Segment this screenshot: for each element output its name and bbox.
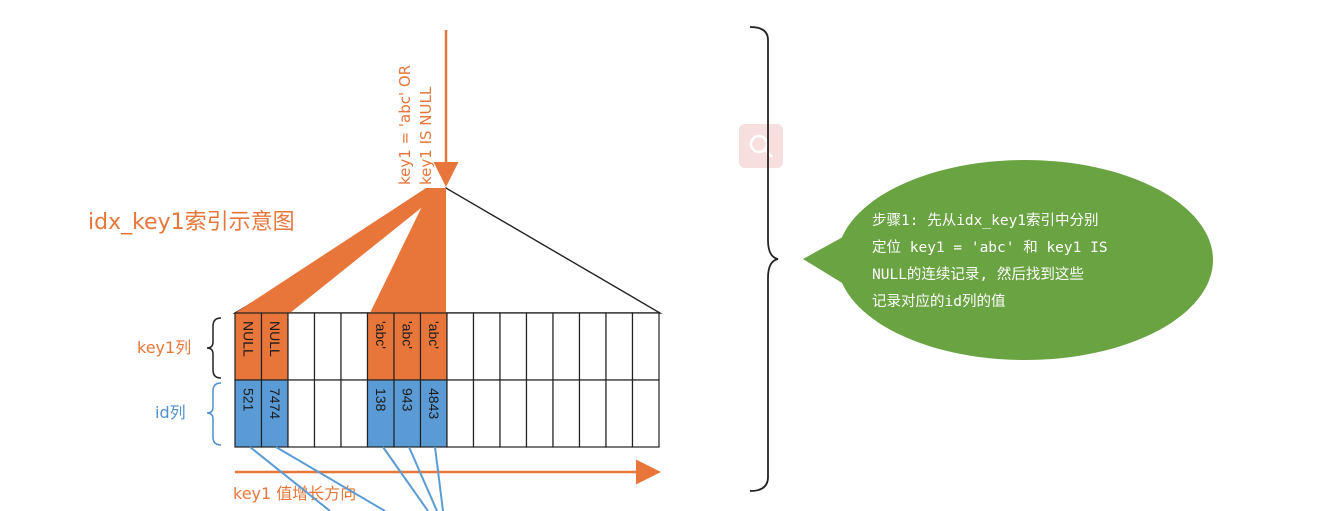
id-pointer-line bbox=[434, 446, 444, 511]
id-pointer-lines bbox=[249, 446, 444, 511]
id-cell bbox=[287, 379, 316, 448]
id-value: 521 bbox=[240, 388, 256, 412]
key1-cell bbox=[605, 312, 634, 381]
query-condition-line1: key1 = 'abc' OR bbox=[396, 65, 414, 185]
id-pointer-line bbox=[249, 446, 331, 511]
key1-cell bbox=[525, 312, 554, 381]
step-curly-brace bbox=[749, 26, 779, 492]
id-cell bbox=[525, 379, 554, 448]
abc-range-wedge bbox=[370, 188, 446, 313]
id-cell bbox=[234, 379, 263, 448]
callout-line-3: NULL的连续记录, 然后找到这些 bbox=[872, 266, 1084, 283]
id-cell bbox=[499, 379, 528, 448]
id-value: 4843 bbox=[426, 388, 442, 419]
key1-row-label: key1列 bbox=[137, 338, 191, 357]
key1-cell bbox=[446, 312, 475, 381]
id-pointer-line bbox=[408, 446, 438, 511]
key1-cell bbox=[313, 312, 342, 381]
id-cell bbox=[578, 379, 607, 448]
key1-cell bbox=[631, 312, 660, 381]
key1-cell bbox=[499, 312, 528, 381]
query-condition-line2: key1 IS NULL bbox=[417, 86, 435, 185]
key1-cell bbox=[552, 312, 581, 381]
key1-value: 'abc' bbox=[426, 321, 442, 349]
id-row-bracket bbox=[206, 382, 222, 446]
id-cell bbox=[366, 379, 395, 448]
key1-cell bbox=[287, 312, 316, 381]
id-cell bbox=[472, 379, 501, 448]
search-icon[interactable] bbox=[739, 124, 783, 168]
id-row-label: id列 bbox=[155, 403, 186, 422]
key1-value: NULL bbox=[240, 321, 256, 357]
step1-callout: 步骤1: 先从idx_key1索引中分别 定位 key1 = 'abc' 和 k… bbox=[803, 160, 1213, 360]
id-cell bbox=[393, 379, 422, 448]
key1-cell bbox=[472, 312, 501, 381]
id-cell bbox=[260, 379, 289, 448]
id-cell bbox=[313, 379, 342, 448]
id-pointer-line bbox=[382, 446, 429, 511]
index-title: idx_key1索引示意图 bbox=[88, 210, 295, 235]
id-cell bbox=[605, 379, 634, 448]
key1-cell bbox=[234, 312, 263, 381]
null-range-wedge bbox=[235, 188, 446, 313]
id-cell bbox=[631, 379, 660, 448]
callout-line-4: 记录对应的id列的值 bbox=[872, 292, 1005, 310]
id-pointer-line bbox=[275, 446, 386, 511]
id-cell bbox=[552, 379, 581, 448]
key1-cell bbox=[419, 312, 448, 381]
key1-cell bbox=[340, 312, 369, 381]
id-value: 7474 bbox=[267, 388, 283, 419]
callout-line-2: 定位 key1 = 'abc' 和 key1 IS bbox=[872, 239, 1108, 256]
key1-value: NULL bbox=[267, 321, 283, 357]
key1-row-bracket bbox=[206, 317, 222, 379]
key1-value: 'abc' bbox=[399, 321, 415, 349]
callout-line-1: 步骤1: 先从idx_key1索引中分别 bbox=[872, 212, 1099, 229]
id-cell bbox=[340, 379, 369, 448]
key1-cell bbox=[578, 312, 607, 381]
key1-value: 'abc' bbox=[373, 321, 389, 349]
direction-label: key1 值增长方向 bbox=[233, 484, 356, 503]
id-value: 138 bbox=[373, 388, 389, 412]
id-value: 943 bbox=[399, 388, 415, 412]
id-cell bbox=[446, 379, 475, 448]
index-record-grid: NULL NULL 'abc' 'abc' 'abc' 521 7474 138 943 4843 bbox=[234, 312, 660, 448]
